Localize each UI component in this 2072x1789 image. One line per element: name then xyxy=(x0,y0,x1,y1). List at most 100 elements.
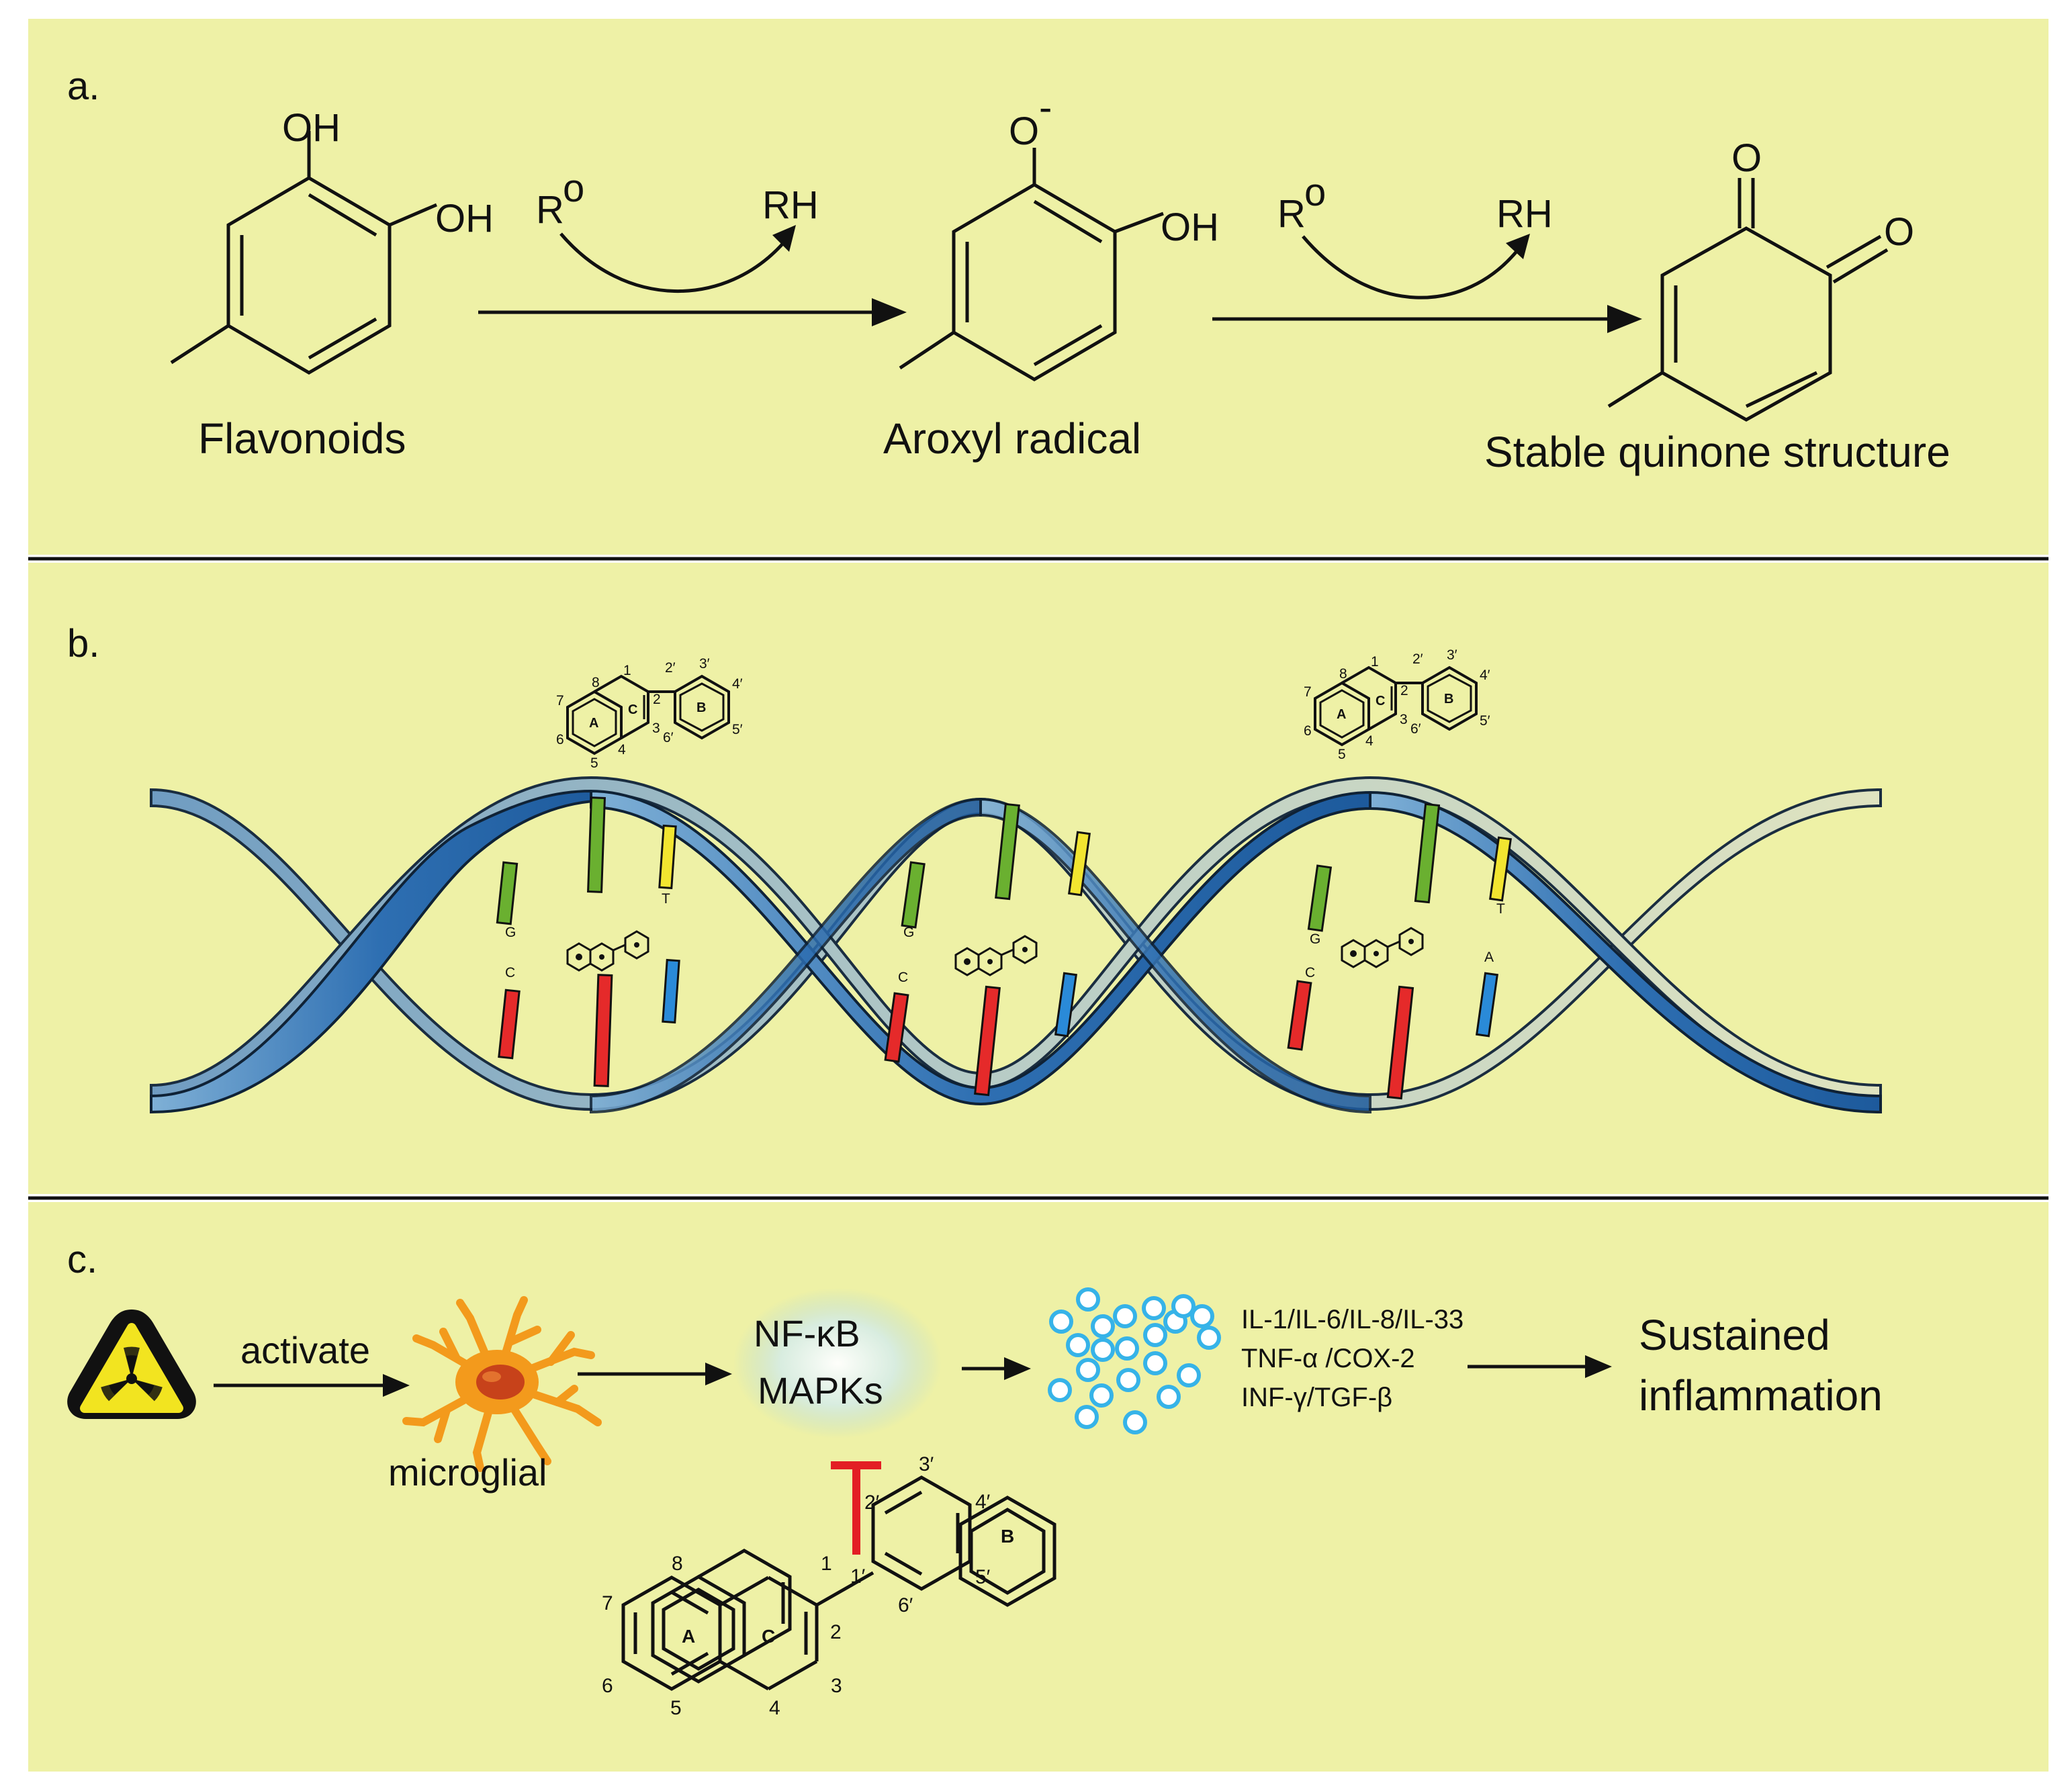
panel-b: b. xyxy=(67,622,1882,1114)
activate-arrow-head xyxy=(383,1374,410,1397)
reaction-arrow-2-head xyxy=(1607,305,1642,333)
radiation-icon xyxy=(67,1310,196,1419)
activate-label: activate xyxy=(240,1329,370,1371)
radical-superscript-1: o xyxy=(563,167,584,210)
svg-text:4: 4 xyxy=(769,1697,780,1719)
cytokine-line-2: TNF-α /COX-2 xyxy=(1241,1344,1415,1373)
flavone-c-structure xyxy=(621,1475,972,1691)
outcome-line-2: inflammation xyxy=(1639,1371,1883,1420)
reaction-arrow-1-head xyxy=(872,298,907,326)
base-yellow xyxy=(1488,836,1513,902)
cytokine-line-1: IL-1/IL-6/IL-8/IL-33 xyxy=(1241,1305,1463,1334)
svg-text:5′: 5′ xyxy=(975,1566,991,1588)
curved-arrow-2-head xyxy=(1506,234,1530,259)
pathway-mapks: MAPKs xyxy=(758,1369,883,1412)
cytokine-line-3: INF-γ/TGF-β xyxy=(1241,1383,1392,1412)
base-red xyxy=(593,974,613,1087)
panel-b-background xyxy=(28,563,2048,1194)
base-green xyxy=(1307,864,1333,932)
flavonoid-oh-top: OH xyxy=(282,106,341,150)
microglia-cell-icon xyxy=(402,1296,602,1472)
radical-r-2: R xyxy=(1277,192,1306,236)
svg-text:3′: 3′ xyxy=(919,1453,934,1475)
svg-text:1′: 1′ xyxy=(850,1565,866,1588)
cytokines-to-outcome-arrow-head xyxy=(1585,1355,1612,1378)
aroxyl-o-minus: O xyxy=(1009,109,1039,153)
panel-a-label: a. xyxy=(67,64,99,108)
ring-label-b-c: B xyxy=(1001,1526,1014,1547)
quinone-structure xyxy=(1607,178,1889,422)
dna-strand-dark-3 xyxy=(1369,790,1882,1114)
panel-a-background xyxy=(28,19,2048,555)
panel-b-label: b. xyxy=(67,622,99,666)
quinone-o-right: O xyxy=(1884,210,1914,254)
svg-text:T: T xyxy=(662,891,670,907)
base-green xyxy=(995,802,1020,901)
flavonoid-label: Flavonoids xyxy=(198,414,406,463)
svg-text:C: C xyxy=(1305,965,1315,980)
panel-c: c. activate xyxy=(67,1238,1883,1684)
svg-text:3: 3 xyxy=(831,1675,842,1697)
reaction-arrow-2 xyxy=(1212,235,1615,321)
flavonoid-structure xyxy=(170,131,437,375)
microglia-to-pathway-arrow-head xyxy=(705,1363,732,1385)
base-pairs xyxy=(496,796,1513,1100)
svg-text:6′: 6′ xyxy=(898,1594,913,1616)
svg-text:8: 8 xyxy=(672,1553,683,1575)
svg-text:7: 7 xyxy=(602,1592,613,1614)
aroxyl-oh: OH xyxy=(1161,205,1219,249)
base-red xyxy=(974,985,1001,1097)
aroxyl-charge: - xyxy=(1039,86,1052,130)
svg-text:1: 1 xyxy=(821,1553,832,1575)
dna-strand-light-lower xyxy=(150,776,1882,1103)
svg-text:4′: 4′ xyxy=(975,1491,991,1513)
base-yellow xyxy=(658,824,677,890)
svg-text:2: 2 xyxy=(830,1621,842,1643)
svg-text:G: G xyxy=(1310,931,1320,947)
radical-superscript-2: o xyxy=(1304,171,1326,214)
product-rh-2: RH xyxy=(1496,192,1553,236)
base-red xyxy=(498,989,521,1060)
panel-a: a. OH OH Flavonoids R o RH xyxy=(67,64,1950,476)
svg-text:G: G xyxy=(903,925,914,940)
curved-arrow-1-head xyxy=(772,225,796,252)
base-red xyxy=(1386,985,1414,1100)
cytokine-dots xyxy=(1048,1287,1221,1434)
pathway-to-cytokines-arrow-head xyxy=(1004,1357,1031,1380)
svg-text:2′: 2′ xyxy=(864,1492,880,1514)
base-green xyxy=(496,861,519,925)
ring-label-c-c: C xyxy=(762,1626,775,1647)
base-green xyxy=(587,796,606,893)
panel-c-background xyxy=(28,1202,2048,1772)
base-red xyxy=(1287,980,1312,1051)
base-yellow xyxy=(1067,831,1091,897)
svg-text:C: C xyxy=(505,965,515,980)
svg-text:T: T xyxy=(1496,901,1505,917)
base-letters: G C T G C G C T A xyxy=(505,891,1505,985)
flavonoid-oh-right: OH xyxy=(435,197,494,240)
aroxyl-structure xyxy=(899,148,1164,381)
inhibition-symbol xyxy=(831,1461,881,1555)
quinone-o-top: O xyxy=(1731,136,1762,180)
pathway-nfkb: NF-κB xyxy=(754,1312,860,1355)
svg-text:A: A xyxy=(1484,950,1494,965)
product-rh-1: RH xyxy=(762,183,819,227)
radical-r-1: R xyxy=(536,188,564,232)
base-red xyxy=(884,992,909,1063)
svg-text:5: 5 xyxy=(670,1697,682,1719)
svg-text:6: 6 xyxy=(602,1675,613,1697)
outcome-line-1: Sustained xyxy=(1639,1311,1830,1359)
panel-c-label: c. xyxy=(67,1238,97,1281)
reaction-arrow-1 xyxy=(478,232,880,314)
base-blue xyxy=(1054,972,1078,1038)
microglial-label: microglial xyxy=(388,1451,547,1494)
aroxyl-label: Aroxyl radical xyxy=(883,414,1141,463)
ring-label-a-c: A xyxy=(682,1626,695,1647)
base-blue xyxy=(1475,972,1499,1038)
base-blue xyxy=(662,958,680,1024)
pathway-glow xyxy=(733,1288,942,1438)
svg-text:G: G xyxy=(505,925,516,940)
base-green xyxy=(1414,802,1441,904)
base-green xyxy=(901,861,926,929)
